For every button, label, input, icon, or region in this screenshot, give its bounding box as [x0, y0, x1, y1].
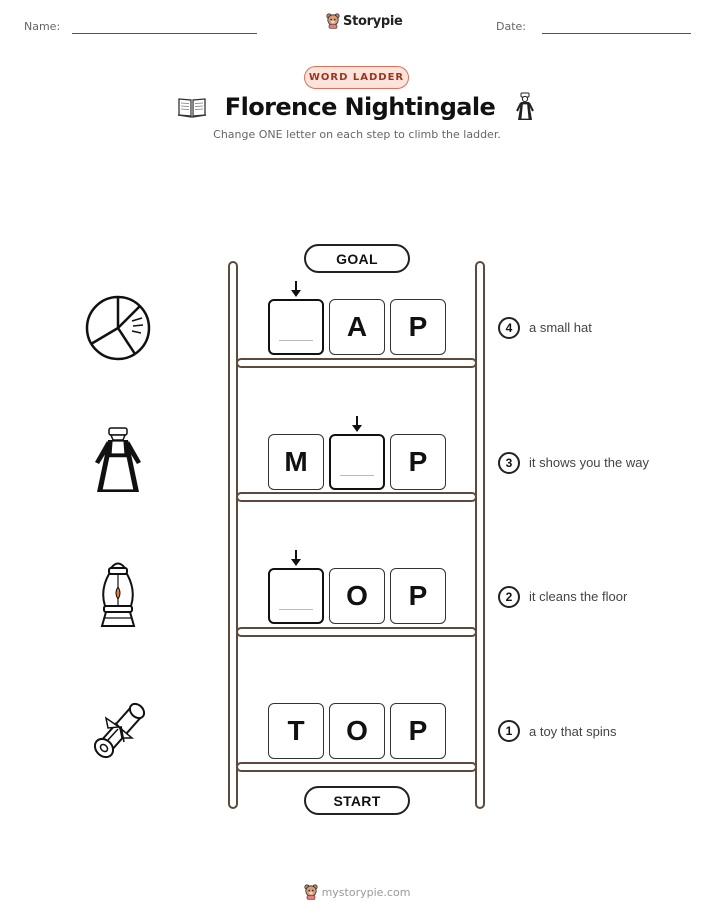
- change-arrow-icon: [291, 550, 301, 566]
- open-book-icon: [177, 98, 206, 118]
- word-ladder-badge: WORD LADDER: [304, 66, 409, 89]
- step-1-clue: a toy that spins: [529, 724, 617, 739]
- step-2-letter-1[interactable]: [268, 568, 324, 624]
- step-4-number: 4: [498, 317, 520, 339]
- footer-url: mystorypie.com: [321, 885, 411, 899]
- start-label: START: [304, 786, 410, 815]
- step-3-number: 3: [498, 452, 520, 474]
- brand-logo: Storypie: [326, 13, 403, 29]
- title-row: Florence Nightingale: [0, 92, 714, 122]
- step-4-letter-2[interactable]: A: [329, 299, 385, 355]
- step-4-letter-1[interactable]: [268, 299, 324, 355]
- step-3-letter-2[interactable]: [329, 434, 385, 490]
- oil-lantern-icon: [100, 562, 136, 627]
- page-title: Florence Nightingale: [224, 93, 496, 121]
- pie-chart-icon: [85, 295, 151, 361]
- name-line[interactable]: [72, 33, 257, 34]
- step-3-clue: it shows you the way: [529, 455, 649, 470]
- date-label: Date:: [496, 20, 526, 33]
- ladder-rung: [236, 627, 477, 637]
- nurse-dress-icon: [95, 427, 141, 492]
- change-arrow-icon: [291, 281, 301, 297]
- goal-label: GOAL: [304, 244, 410, 273]
- name-label: Name:: [24, 20, 61, 33]
- step-2-number: 2: [498, 586, 520, 608]
- footer: mystorypie.com: [0, 884, 714, 900]
- date-line[interactable]: [542, 33, 691, 34]
- ladder-rung: [236, 492, 477, 502]
- brand-name: Storypie: [343, 13, 403, 29]
- ladder-rung: [236, 358, 477, 368]
- step-1-letter-3[interactable]: P: [390, 703, 446, 759]
- bear-mascot-icon: [303, 884, 318, 900]
- step-2-letter-2[interactable]: O: [329, 568, 385, 624]
- step-3-letter-1[interactable]: M: [268, 434, 324, 490]
- diploma-scroll-icon: [93, 702, 146, 759]
- instructions: Change ONE letter on each step to climb …: [213, 128, 501, 141]
- step-1-letter-2[interactable]: O: [329, 703, 385, 759]
- step-3-letter-3[interactable]: P: [390, 434, 446, 490]
- step-1-number: 1: [498, 720, 520, 742]
- step-2-clue: it cleans the floor: [529, 589, 628, 604]
- change-arrow-icon: [352, 416, 362, 432]
- ladder-rung: [236, 762, 477, 772]
- step-1-letter-1[interactable]: T: [268, 703, 324, 759]
- ladder-right-rail: [475, 261, 485, 809]
- ladder-left-rail: [228, 261, 238, 809]
- bear-mascot-icon: [326, 13, 340, 29]
- nurse-uniform-icon: [516, 92, 535, 120]
- step-2-letter-3[interactable]: P: [390, 568, 446, 624]
- step-4-letter-3[interactable]: P: [390, 299, 446, 355]
- step-4-clue: a small hat: [529, 320, 592, 335]
